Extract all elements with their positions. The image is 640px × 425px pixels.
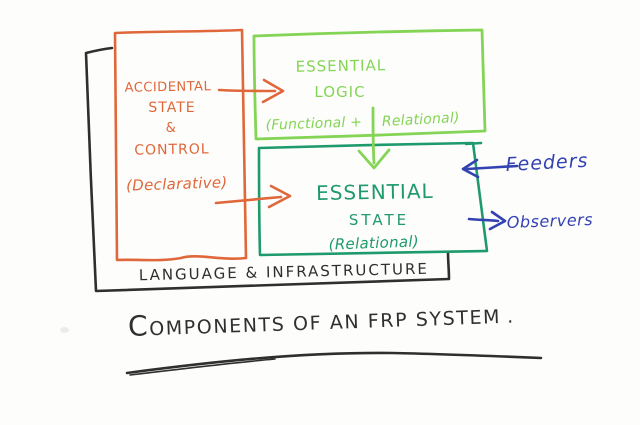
state-subtitle: (Relational) [328, 232, 419, 253]
accidental-line-3: & [166, 121, 177, 136]
arrow-accidental-to-logic-icon [217, 78, 285, 104]
essential-state-box [257, 141, 489, 257]
essential-logic-box [252, 28, 487, 141]
observers-arrow-icon [467, 210, 507, 231]
observers-label: Observers [506, 210, 593, 232]
accidental-state-box [113, 28, 248, 262]
logic-subtitle-right: Relational) [382, 110, 460, 130]
feeders-label: Feeders [505, 150, 589, 176]
logic-subtitle-left: (Functional + [265, 114, 362, 133]
paper-smudge [60, 327, 69, 333]
language-infrastructure-box [84, 46, 451, 293]
accidental-subtitle: (Declarative) [126, 173, 228, 195]
accidental-line-4: CONTROL [134, 141, 210, 158]
feeders-arrow-icon [461, 158, 519, 179]
arrow-logic-to-state-icon [357, 106, 391, 170]
state-line-1: ESSENTIAL [316, 179, 434, 205]
accidental-line-1: ACCIDENTAL [124, 79, 211, 96]
arrow-accidental-to-state-icon [214, 184, 292, 209]
logic-line-2: LOGIC [314, 83, 365, 101]
accidental-line-2: STATE [148, 100, 195, 116]
state-line-2: STATE [349, 211, 409, 229]
essential-state-box-overshoot [464, 141, 483, 146]
logic-line-1: ESSENTIAL [296, 56, 387, 76]
page-title-period: . [506, 305, 516, 328]
title-underline [125, 351, 543, 376]
